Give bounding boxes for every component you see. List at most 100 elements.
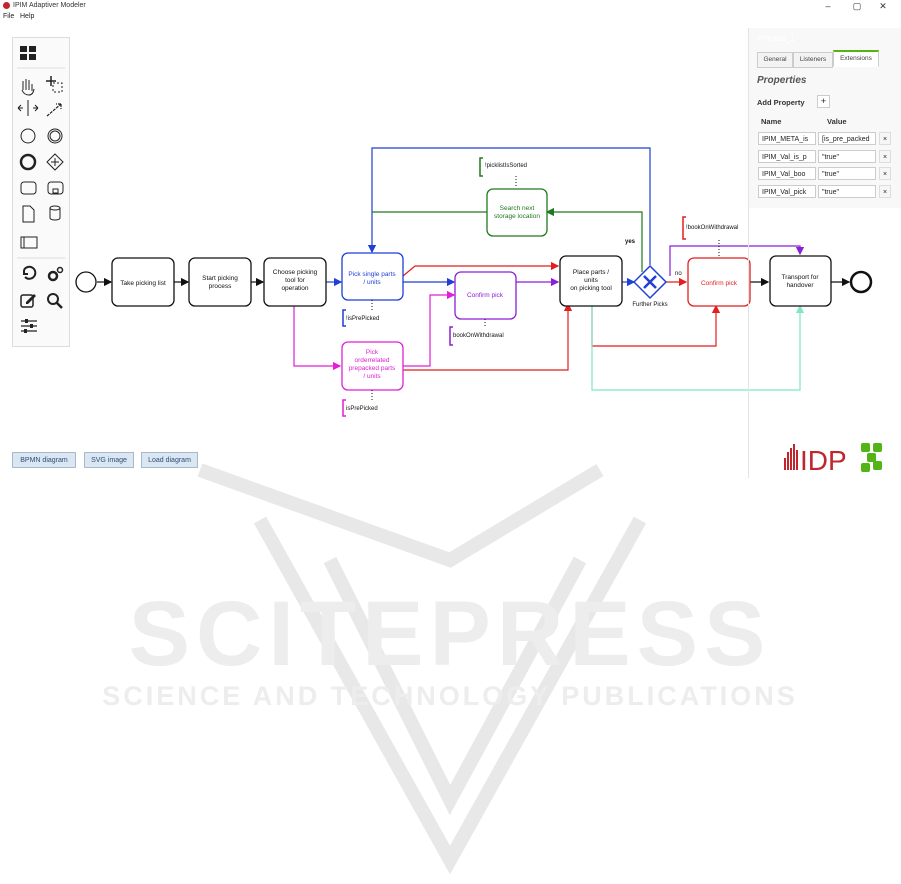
task-pick-single[interactable]: Pick single parts / units: [341, 252, 404, 301]
load-diagram-button[interactable]: Load diagram: [141, 452, 198, 468]
task-transport[interactable]: Transport for handover: [769, 255, 832, 307]
properties-title: Properties: [757, 75, 807, 86]
gateway-icon[interactable]: [46, 153, 64, 171]
settings-icon[interactable]: [47, 266, 64, 282]
property-name-field[interactable]: IPIM_Val_boo: [758, 167, 816, 180]
bpmn-diagram-button[interactable]: BPMN diagram: [12, 452, 76, 468]
svg-text:Place parts /: Place parts /: [573, 269, 609, 276]
task-place-parts[interactable]: Place parts / units on picking tool: [559, 255, 623, 307]
undo-icon[interactable]: [23, 265, 37, 280]
task-confirm-pick-1[interactable]: Confirm pick: [454, 271, 517, 320]
edit-icon[interactable]: [20, 294, 36, 308]
logo-text: IDP: [800, 445, 847, 474]
data-store-icon[interactable]: [49, 205, 61, 221]
svg-text:!bookOnWithdrawal: !bookOnWithdrawal: [686, 225, 738, 231]
menu-file[interactable]: File: [3, 13, 15, 20]
svg-text:Search next: Search next: [500, 205, 535, 212]
task-pick-orderrelated[interactable]: Pick orderrelated prepacked parts / unit…: [341, 341, 404, 391]
property-value-field[interactable]: "true": [818, 167, 876, 180]
tool-palette: [12, 37, 70, 347]
task-search-storage[interactable]: Search next storage location: [486, 188, 548, 237]
property-name-field[interactable]: IPIM_META_is: [758, 132, 816, 145]
flow-orderrelated-to-place[interactable]: [403, 302, 573, 371]
svg-text:Start picking: Start picking: [202, 275, 238, 282]
svg-text:Pick single parts: Pick single parts: [348, 271, 396, 278]
tab-general[interactable]: General: [757, 52, 793, 68]
intermediate-event-icon[interactable]: [47, 128, 63, 144]
menu-help[interactable]: Help: [20, 13, 35, 20]
add-property-label: Add Property: [757, 98, 805, 107]
gateway-yes-label: yes: [625, 239, 636, 245]
lasso-tool-icon[interactable]: [46, 76, 63, 93]
close-button[interactable]: ✕: [879, 1, 887, 11]
annotation-is-pre-picked-1: !isPrePicked: [342, 300, 379, 327]
svg-text:prepacked parts: prepacked parts: [349, 365, 396, 372]
grid-icon[interactable]: [20, 46, 36, 60]
subprocess-icon[interactable]: [47, 181, 64, 195]
app-logo-icon: [3, 2, 10, 9]
svg-text:orderrelated: orderrelated: [354, 357, 389, 364]
remove-property-button[interactable]: ×: [879, 185, 891, 198]
end-event-icon[interactable]: [19, 153, 37, 171]
maximize-button[interactable]: ▢: [852, 1, 862, 11]
start-event-icon[interactable]: [20, 128, 36, 144]
space-tool-icon[interactable]: [17, 100, 39, 116]
svg-text:on picking tool: on picking tool: [570, 285, 612, 292]
remove-property-button[interactable]: ×: [879, 167, 891, 180]
flow-place-to-confirm2[interactable]: [591, 304, 721, 347]
window-title: IPIM Adaptiver Modeler: [13, 2, 86, 9]
annotation-book-on-withdrawal-2: !bookOnWithdrawal: [682, 216, 738, 257]
flow-choose-to-orderrelated[interactable]: [293, 306, 342, 371]
annotation-is-pre-picked-2: isPrePicked: [342, 390, 378, 417]
remove-property-button[interactable]: ×: [879, 150, 891, 163]
svg-text:!isPrePicked: !isPrePicked: [346, 316, 379, 322]
watermark-sub: SCIENCE AND TECHNOLOGY PUBLICATIONS: [102, 681, 798, 711]
property-value-field[interactable]: "true": [818, 185, 876, 198]
pool-icon[interactable]: [20, 236, 38, 249]
hand-tool-icon[interactable]: [21, 79, 35, 96]
watermark-main: SCITEPRESS: [129, 583, 772, 685]
tab-extensions[interactable]: Extensions: [833, 50, 879, 67]
flow-orderrelated-to-confirm[interactable]: [403, 290, 456, 367]
panel-divider: [748, 208, 749, 478]
svg-text:Confirm pick: Confirm pick: [467, 292, 504, 299]
minimize-button[interactable]: –: [825, 1, 831, 11]
tab-listeners[interactable]: Listeners: [793, 52, 833, 68]
svg-text:storage location: storage location: [494, 213, 540, 220]
task-take-picking-list[interactable]: Take picking list: [111, 257, 175, 307]
remove-property-button[interactable]: ×: [879, 132, 891, 145]
property-value-field[interactable]: [is_pre_packed: [818, 132, 876, 145]
flow-gateway-to-single[interactable]: [367, 147, 651, 265]
property-name-field[interactable]: IPIM_Val_is_p: [758, 150, 816, 163]
process-id-label: Process_1: [757, 34, 795, 43]
svg-image-button[interactable]: SVG image: [84, 452, 134, 468]
svg-text:operation: operation: [281, 285, 308, 292]
svg-text:bookOnWithdrawal: bookOnWithdrawal: [453, 333, 504, 339]
flow-place-to-transport[interactable]: [591, 304, 805, 391]
svg-text:Take picking list: Take picking list: [120, 280, 166, 287]
property-name-field[interactable]: IPIM_Val_pick: [758, 185, 816, 198]
column-name-header: Name: [761, 117, 782, 126]
flow-single-to-place[interactable]: [402, 261, 560, 277]
sliders-icon[interactable]: [21, 319, 37, 333]
flow-gateway-to-transport[interactable]: [669, 245, 805, 276]
start-event[interactable]: [75, 271, 97, 293]
data-object-icon[interactable]: [22, 205, 35, 223]
task-choose-tool[interactable]: Choose picking tool for operation: [263, 257, 327, 307]
end-event[interactable]: [849, 270, 873, 294]
svg-text:/ units: / units: [363, 279, 381, 286]
gateway-further-picks[interactable]: [632, 264, 668, 300]
column-value-header: Value: [827, 117, 847, 126]
property-value-field[interactable]: "true": [818, 150, 876, 163]
svg-text:isPrePicked: isPrePicked: [346, 406, 378, 412]
svg-text:Choose picking: Choose picking: [273, 269, 318, 276]
task-icon[interactable]: [20, 181, 37, 195]
add-property-button[interactable]: +: [817, 95, 830, 108]
task-start-picking[interactable]: Start picking process: [188, 257, 252, 307]
task-confirm-pick-2[interactable]: Confirm pick: [687, 257, 751, 307]
flow-gateway-to-search[interactable]: [545, 207, 643, 272]
idp-logo: IDP: [784, 443, 882, 474]
gateway-no-label: no: [675, 271, 682, 277]
connect-tool-icon[interactable]: [46, 103, 62, 117]
search-icon[interactable]: [47, 293, 63, 309]
